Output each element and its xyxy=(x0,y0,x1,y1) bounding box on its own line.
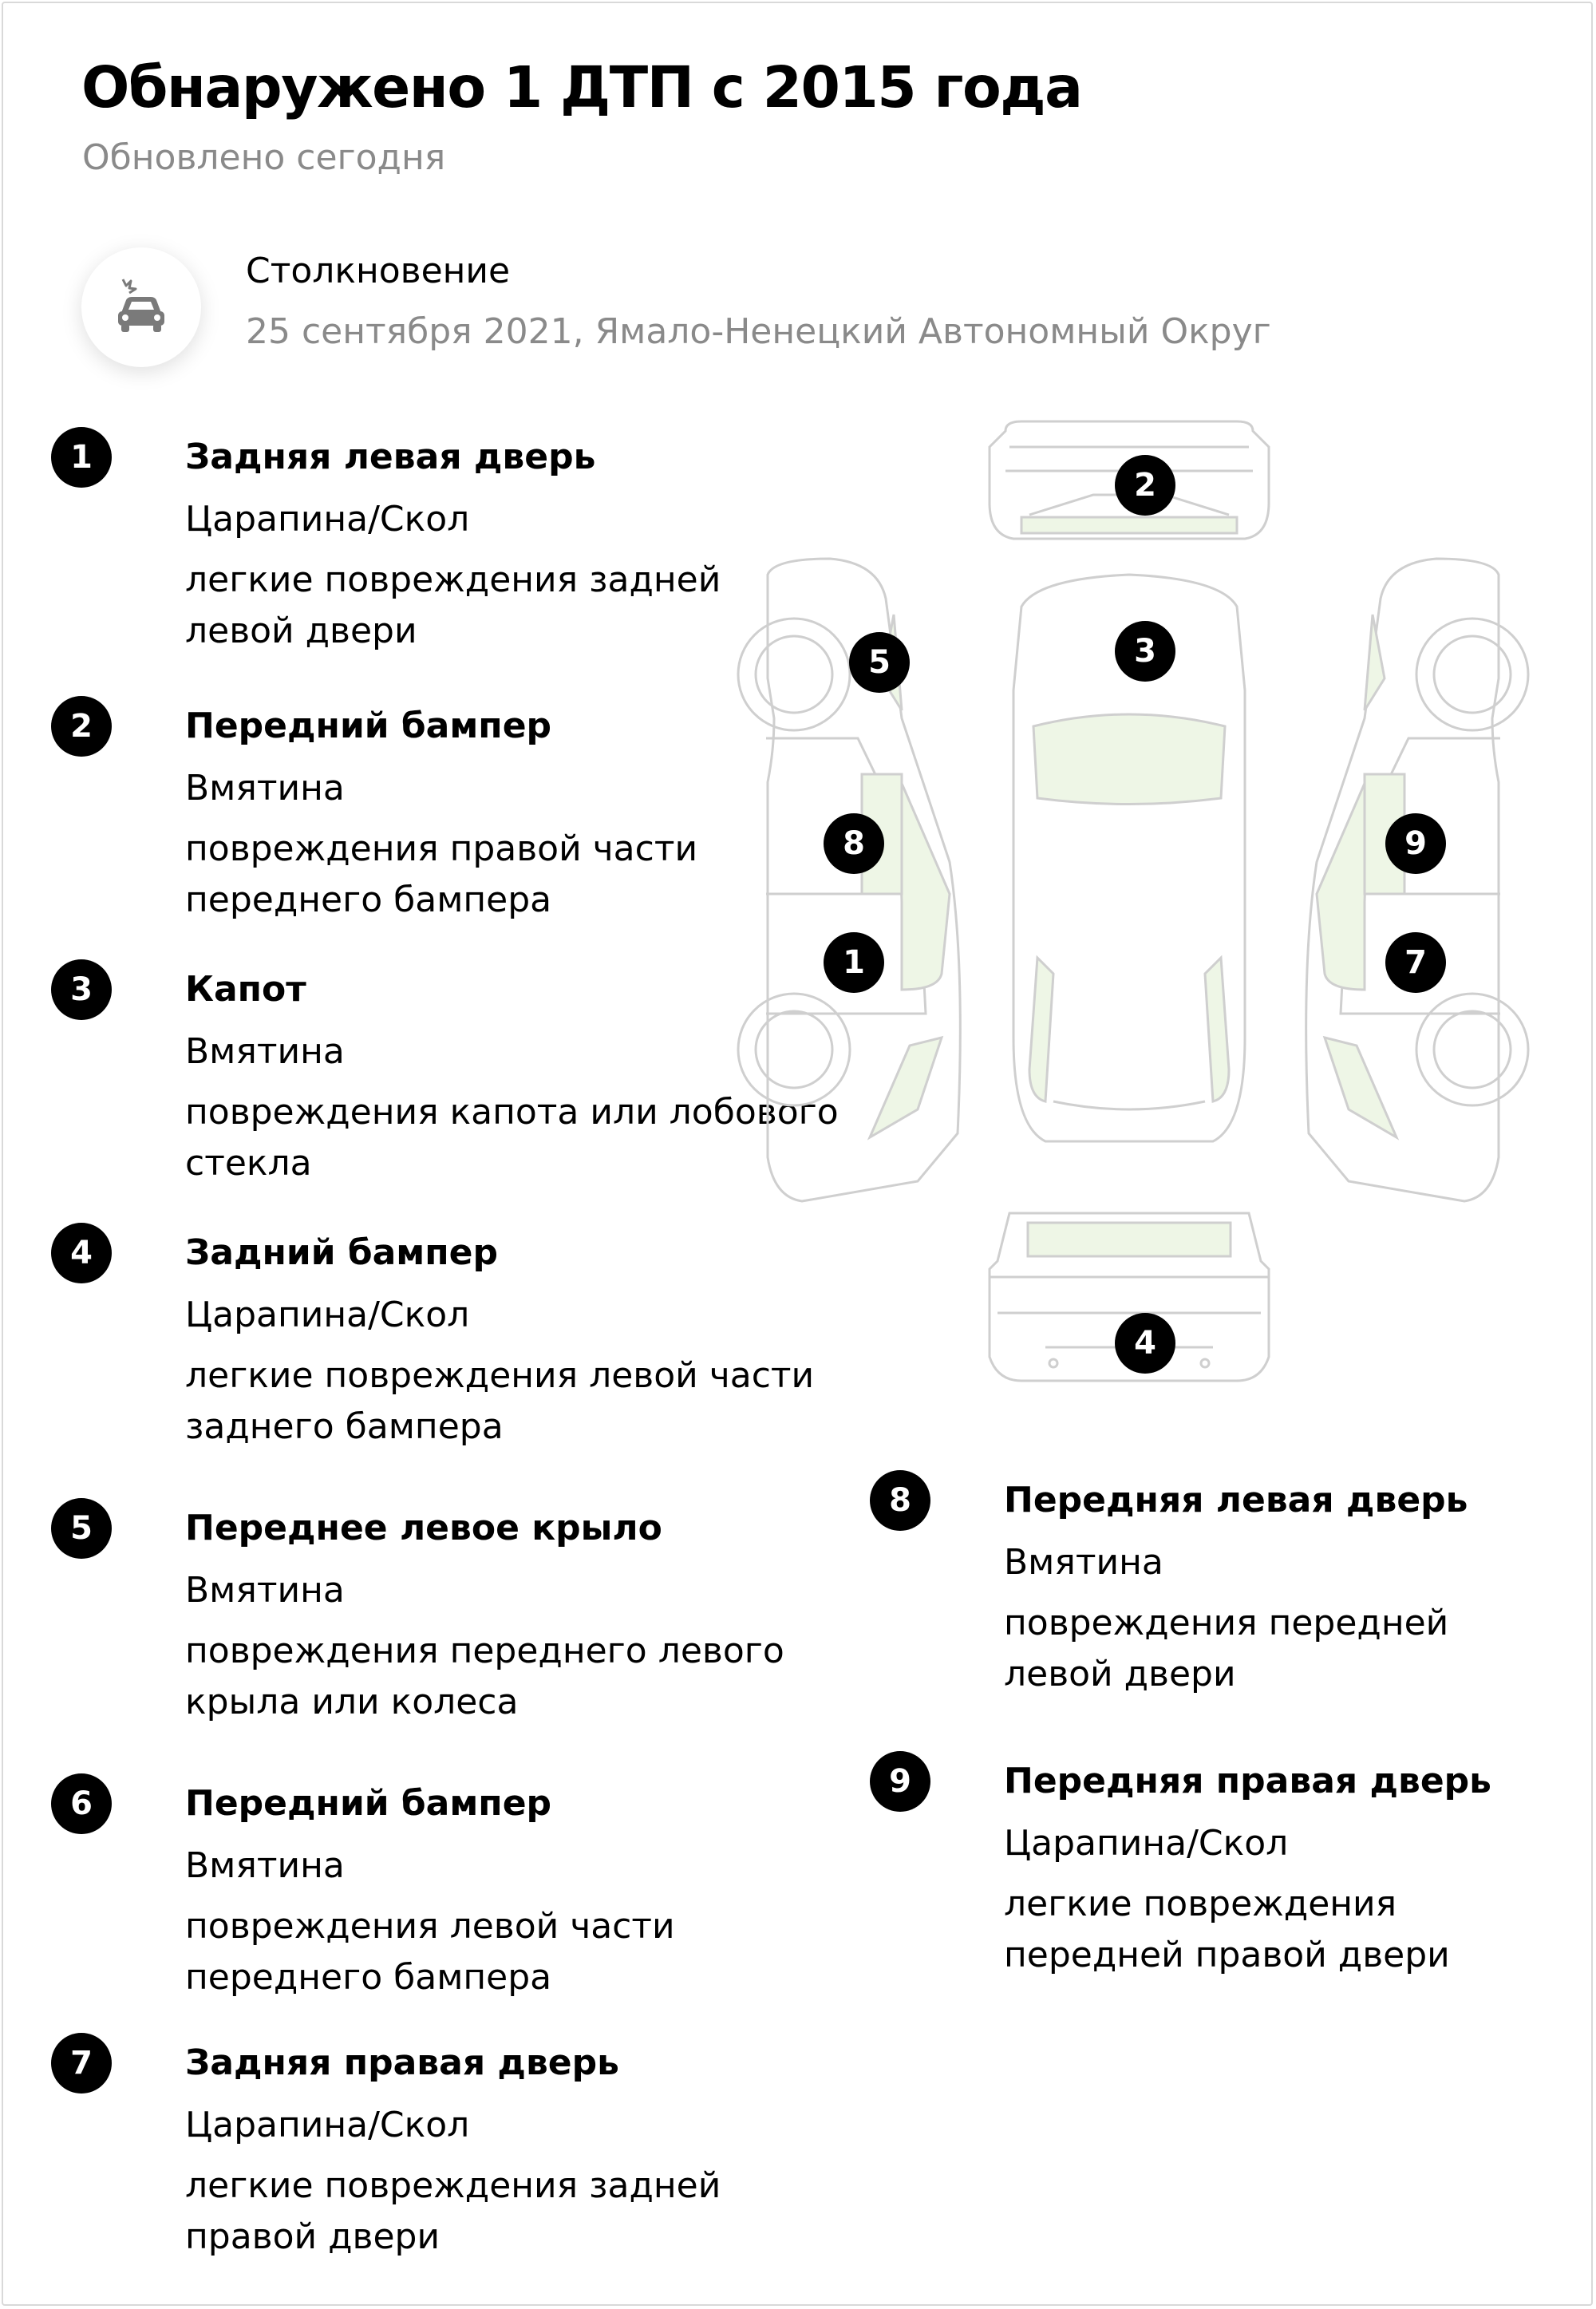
damage-description: повреждения передней левой двери xyxy=(1004,1603,1449,1694)
damage-number-badge: 7 xyxy=(51,2033,112,2094)
page-title: Обнаружено 1 ДТП с 2015 года xyxy=(81,54,1083,121)
diagram-marker-5[interactable]: 5 xyxy=(849,632,910,693)
car-collision-icon xyxy=(81,247,201,367)
damage-item-4: 4 Задний бампер Царапина/Скол легкие пов… xyxy=(51,1223,839,1453)
damage-kind: Вмятина xyxy=(185,768,345,809)
damage-part: Задняя левая дверь xyxy=(185,437,596,477)
damage-kind: Вмятина xyxy=(185,1031,345,1072)
damage-item-7: 7 Задняя правая дверь Царапина/Скол легк… xyxy=(51,2033,839,2263)
damage-number-badge: 1 xyxy=(51,427,112,488)
damage-part: Задняя правая дверь xyxy=(185,2042,619,2083)
damage-item-9: 9 Передняя правая дверь Царапина/Скол ле… xyxy=(870,1751,1562,1981)
damage-description: легкие повреждения задней правой двери xyxy=(185,2165,721,2257)
diagram-marker-7[interactable]: 7 xyxy=(1385,932,1446,993)
diagram-marker-3[interactable]: 3 xyxy=(1115,621,1175,682)
damage-number-badge: 4 xyxy=(51,1223,112,1283)
damage-kind: Царапина/Скол xyxy=(185,2105,470,2145)
damage-number-badge: 5 xyxy=(51,1498,112,1559)
damage-description: повреждения переднего левого крыла или к… xyxy=(185,1631,784,1722)
diagram-marker-1[interactable]: 1 xyxy=(824,932,884,993)
damage-number-badge: 9 xyxy=(870,1751,930,1812)
damage-description: повреждения капота или лобового стекла xyxy=(185,1092,839,1184)
damage-description: повреждения правой части переднего бампе… xyxy=(185,828,698,920)
damage-item-6: 6 Передний бампер Вмятина повреждения ле… xyxy=(51,1773,839,2003)
diagram-marker-9[interactable]: 9 xyxy=(1385,813,1446,874)
damage-part: Передняя правая дверь xyxy=(1004,1761,1491,1801)
diagram-marker-4[interactable]: 4 xyxy=(1115,1313,1175,1374)
damage-kind: Царапина/Скол xyxy=(185,1295,470,1335)
damage-item-8: 8 Передняя левая дверь Вмятина поврежден… xyxy=(870,1470,1562,1700)
damage-number-badge: 2 xyxy=(51,696,112,757)
damage-part: Передний бампер xyxy=(185,1783,552,1824)
damage-item-2: 2 Передний бампер Вмятина повреждения пр… xyxy=(51,696,839,926)
damage-number-badge: 6 xyxy=(51,1773,112,1834)
damage-part: Переднее левое крыло xyxy=(185,1508,662,1548)
damage-number-badge: 8 xyxy=(870,1470,930,1531)
damage-kind: Царапина/Скол xyxy=(185,499,470,540)
damage-description: легкие повреждения задней левой двери xyxy=(185,559,721,651)
damage-part: Передняя левая дверь xyxy=(1004,1480,1468,1520)
damage-item-5: 5 Переднее левое крыло Вмятина поврежден… xyxy=(51,1498,839,1728)
diagram-marker-8[interactable]: 8 xyxy=(824,813,884,874)
damage-kind: Вмятина xyxy=(185,1845,345,1886)
damage-description: легкие повреждения передней правой двери xyxy=(1004,1884,1450,1975)
damage-kind: Царапина/Скол xyxy=(1004,1823,1289,1864)
damage-part: Капот xyxy=(185,969,306,1010)
damage-kind: Вмятина xyxy=(185,1570,345,1611)
damage-description: повреждения левой части переднего бампер… xyxy=(185,1906,675,1998)
damage-part: Передний бампер xyxy=(185,706,552,746)
incident-type: Столкновение xyxy=(246,251,511,291)
damage-description: легкие повреждения левой части заднего б… xyxy=(185,1355,815,1447)
diagram-marker-2[interactable]: 2 xyxy=(1115,455,1175,516)
incident-date-location: 25 сентября 2021, Ямало-Ненецкий Автоном… xyxy=(246,311,1271,352)
car-outline-drawing xyxy=(737,420,1530,1382)
damage-kind: Вмятина xyxy=(1004,1542,1163,1583)
damage-part: Задний бампер xyxy=(185,1232,498,1273)
damage-item-1: 1 Задняя левая дверь Царапина/Скол легки… xyxy=(51,427,839,657)
damage-item-3: 3 Капот Вмятина повреждения капота или л… xyxy=(51,959,839,1189)
updated-label: Обновлено сегодня xyxy=(82,137,446,178)
car-damage-diagram: 2 3 5 8 1 9 7 4 xyxy=(718,415,1548,1389)
damage-number-badge: 3 xyxy=(51,959,112,1020)
